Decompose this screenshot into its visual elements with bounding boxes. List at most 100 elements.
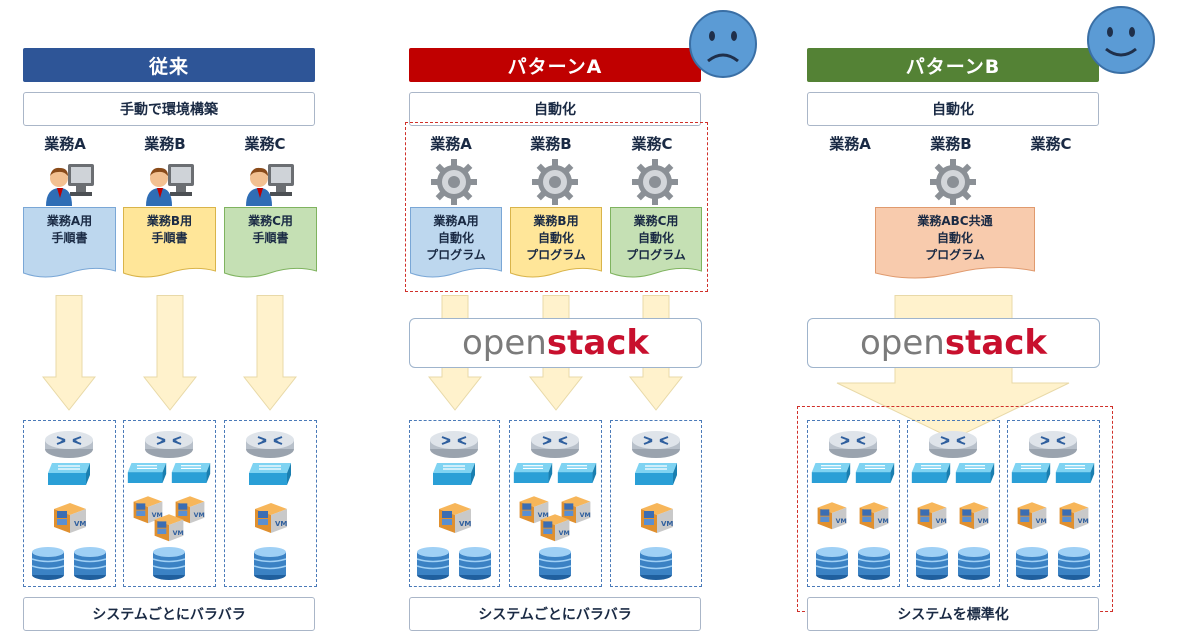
gear-icon <box>928 157 978 207</box>
task-label-c: 業務C <box>1030 135 1072 153</box>
router-icon <box>428 429 480 459</box>
doc-text: 業務C用 手順書 <box>248 214 293 245</box>
vm-icon <box>956 489 992 537</box>
openstack-logo-stack: stack <box>944 323 1048 363</box>
switch-icon <box>1054 461 1096 485</box>
system-group-a <box>409 420 500 587</box>
doc-program-b: 業務B用 自動化 プログラム <box>510 207 602 283</box>
footer-box: システムを標準化 <box>807 597 1099 631</box>
storage-icon <box>537 545 573 581</box>
down-arrow <box>42 295 96 411</box>
switch-icon <box>431 461 477 487</box>
switch-icon <box>512 461 554 485</box>
storage-icon <box>415 545 451 581</box>
vm-icon <box>814 489 850 537</box>
task-label-c: 業務C <box>631 135 673 153</box>
down-arrow <box>243 295 297 411</box>
task-label-c: 業務C <box>244 135 286 153</box>
doc-program-shared: 業務ABC共通 自動化 プログラム <box>875 207 1035 283</box>
router-icon <box>927 429 979 459</box>
system-group-b <box>509 420 602 587</box>
footer-box: システムごとにバラバラ <box>409 597 701 631</box>
vm-icon <box>1056 489 1092 537</box>
doc-text: 業務A用 自動化 プログラム <box>426 214 486 262</box>
switch-icon <box>1010 461 1052 485</box>
switch-icon <box>556 461 598 485</box>
storage-icon <box>30 545 66 581</box>
storage-icon <box>252 545 288 581</box>
doc-text: 業務C用 自動化 プログラム <box>626 214 686 262</box>
switch-icon <box>126 461 168 485</box>
task-label-a: 業務A <box>44 135 86 153</box>
system-group-c <box>224 420 317 587</box>
task-label-b: 業務B <box>530 135 572 153</box>
automation-program-group <box>405 122 708 292</box>
switch-icon <box>46 461 92 487</box>
header-pattern-b: パターンB <box>807 48 1099 82</box>
storage-icon <box>151 545 187 581</box>
gear-icon <box>429 157 479 207</box>
switch-icon <box>633 461 679 487</box>
storage-icon <box>1014 545 1050 581</box>
vm-icon <box>251 491 291 539</box>
process-box-manual: 手動で環境構築 <box>23 92 315 126</box>
storage-icon <box>914 545 950 581</box>
doc-text: 業務B用 自動化 プログラム <box>526 214 586 262</box>
router-icon <box>43 429 95 459</box>
system-group-a <box>23 420 116 587</box>
header-pattern-a: パターンA <box>409 48 701 82</box>
openstack-logo-stack: stack <box>546 323 650 363</box>
router-icon <box>630 429 682 459</box>
system-group-c <box>1007 420 1100 587</box>
switch-icon <box>954 461 996 485</box>
storage-icon <box>1056 545 1092 581</box>
doc-text: 業務A用 手順書 <box>46 214 93 245</box>
router-icon <box>827 429 879 459</box>
doc-manual-a: 業務A用 手順書 <box>23 207 116 283</box>
sad-face-icon <box>689 10 757 78</box>
vm-icon <box>856 489 892 537</box>
system-group-b <box>907 420 1000 587</box>
doc-manual-b: 業務B用 手順書 <box>123 207 216 283</box>
gear-icon <box>530 157 580 207</box>
doc-program-a: 業務A用 自動化 プログラム <box>410 207 502 283</box>
storage-icon <box>638 545 674 581</box>
task-label-a: 業務A <box>430 135 472 153</box>
switch-icon <box>810 461 852 485</box>
router-icon <box>1027 429 1079 459</box>
doc-text: 業務B用 手順書 <box>146 214 193 245</box>
vm-icon <box>637 491 677 539</box>
vm-icon <box>435 491 475 539</box>
router-icon <box>529 429 581 459</box>
system-group-a <box>807 420 900 587</box>
header-traditional: 従来 <box>23 48 315 82</box>
vm-icon <box>914 489 950 537</box>
down-arrow <box>143 295 197 411</box>
vm-icon <box>537 505 573 545</box>
person-at-computer-icon <box>40 158 100 208</box>
switch-icon <box>170 461 212 485</box>
happy-face-icon <box>1087 6 1155 74</box>
task-label-b: 業務B <box>144 135 186 153</box>
vm-icon <box>50 491 90 539</box>
router-icon <box>244 429 296 459</box>
switch-icon <box>854 461 896 485</box>
switch-icon <box>247 461 293 487</box>
doc-manual-c: 業務C用 手順書 <box>224 207 317 283</box>
person-at-computer-icon <box>140 158 200 208</box>
doc-text: 業務ABC共通 自動化 プログラム <box>917 214 993 262</box>
task-label-a: 業務A <box>829 135 871 153</box>
openstack-logo-open: open <box>859 323 945 363</box>
storage-icon <box>72 545 108 581</box>
storage-icon <box>457 545 493 581</box>
task-label-b: 業務B <box>930 135 972 153</box>
process-box-automation: 自動化 <box>409 92 701 126</box>
switch-icon <box>910 461 952 485</box>
storage-icon <box>956 545 992 581</box>
doc-program-c: 業務C用 自動化 プログラム <box>610 207 702 283</box>
system-group-c <box>610 420 702 587</box>
footer-box: システムごとにバラバラ <box>23 597 315 631</box>
person-at-computer-icon <box>240 158 300 208</box>
